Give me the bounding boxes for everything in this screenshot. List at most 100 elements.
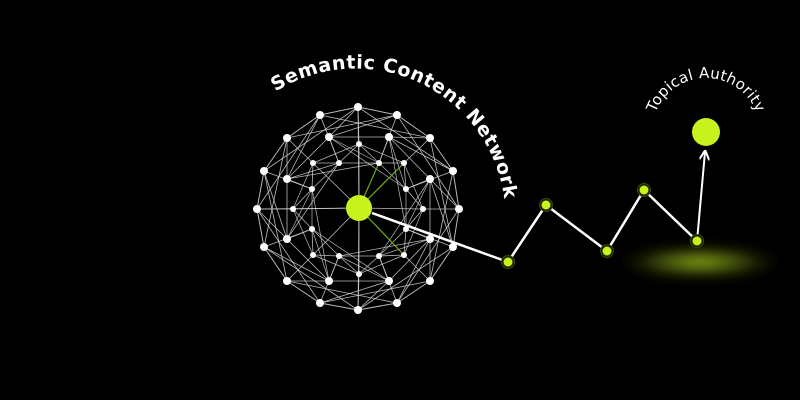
network-edge xyxy=(286,162,380,180)
mid-node xyxy=(325,133,333,141)
path-node xyxy=(541,200,551,210)
network-edge xyxy=(263,246,288,282)
network-edge xyxy=(311,188,330,282)
network-edge xyxy=(311,162,314,190)
network-edge xyxy=(405,228,431,240)
network-edge xyxy=(388,136,431,180)
inner-node xyxy=(309,226,315,232)
outer-node xyxy=(449,243,457,251)
network-edges xyxy=(256,106,460,311)
network-edge xyxy=(358,143,405,164)
network-edge xyxy=(452,170,460,210)
network-edge xyxy=(338,255,360,275)
network-edge xyxy=(286,114,398,139)
outer-node xyxy=(253,205,261,213)
outer-node xyxy=(316,111,324,119)
network-edge xyxy=(357,106,454,172)
outer-node xyxy=(354,103,362,111)
network-edge xyxy=(311,228,390,282)
network-edge xyxy=(312,254,360,275)
path-node xyxy=(503,257,513,267)
network-edge xyxy=(328,114,398,138)
network-edge xyxy=(405,178,431,230)
network-edge xyxy=(405,188,424,210)
network-edge xyxy=(312,254,340,257)
path-segment xyxy=(643,189,698,242)
network-edge xyxy=(396,114,431,139)
network-edge xyxy=(388,136,454,172)
network-edge xyxy=(286,228,313,240)
inner-node xyxy=(376,253,382,259)
network-edge xyxy=(357,106,398,116)
inner-node xyxy=(356,271,362,277)
network-edge xyxy=(286,114,321,139)
network-edge xyxy=(286,254,314,282)
network-edge xyxy=(256,208,265,248)
network-edge xyxy=(403,162,407,190)
network-edge xyxy=(256,208,321,304)
network-edge xyxy=(263,170,288,240)
network-edge xyxy=(263,106,359,172)
network-edge xyxy=(429,246,454,282)
outer-node xyxy=(260,243,268,251)
network-edge xyxy=(378,254,405,257)
growth-path-lines xyxy=(506,189,698,263)
network-edge xyxy=(319,302,359,311)
network-edge xyxy=(396,238,431,304)
network-edge xyxy=(286,238,330,282)
network-edge xyxy=(403,228,407,256)
network-edge xyxy=(263,137,288,172)
inner-node xyxy=(403,186,409,192)
network-edge xyxy=(292,208,313,230)
network-edge xyxy=(358,255,380,275)
path-segment xyxy=(545,204,608,252)
network-edge xyxy=(286,178,313,190)
network-edge xyxy=(256,170,265,210)
outer-node xyxy=(426,134,434,142)
path-node xyxy=(639,185,649,195)
network-edge xyxy=(358,143,380,164)
inner-node xyxy=(310,252,316,258)
network-edge xyxy=(263,246,330,282)
outer-node xyxy=(449,167,457,175)
network-edge xyxy=(328,255,340,282)
network-edge xyxy=(403,254,431,282)
path-node xyxy=(602,246,612,256)
network-edge xyxy=(429,170,454,282)
network-edge xyxy=(388,136,431,139)
network-edge xyxy=(286,137,314,164)
network-edge xyxy=(357,246,454,311)
outer-node xyxy=(283,134,291,142)
network-edge xyxy=(328,136,380,164)
network-edge xyxy=(319,280,390,304)
network-edge xyxy=(388,238,431,282)
network-edge xyxy=(319,114,431,139)
network-edge xyxy=(286,162,340,240)
network-to-path-connector xyxy=(371,211,509,264)
network-edge xyxy=(378,178,431,257)
network-edge xyxy=(263,170,288,282)
inner-node xyxy=(290,206,296,212)
network-edge xyxy=(311,162,340,190)
network-nodes xyxy=(253,103,463,314)
network-edge xyxy=(403,137,431,164)
mid-node xyxy=(426,235,434,243)
mid-node xyxy=(283,175,291,183)
inner-node xyxy=(336,160,342,166)
network-edge xyxy=(256,114,321,210)
network-edge xyxy=(452,208,460,248)
mid-node xyxy=(283,235,291,243)
network-edge xyxy=(256,207,360,210)
inner-node xyxy=(336,253,342,259)
goal-label: Topical Authority xyxy=(642,64,769,116)
network-edge xyxy=(263,246,359,311)
network-edge xyxy=(378,162,407,190)
network-edge xyxy=(429,178,460,210)
inner-node xyxy=(376,160,382,166)
network-edge xyxy=(378,255,390,282)
outer-node xyxy=(260,167,268,175)
network-edge xyxy=(256,208,288,240)
network-edge xyxy=(357,280,390,311)
mid-node xyxy=(385,133,393,141)
